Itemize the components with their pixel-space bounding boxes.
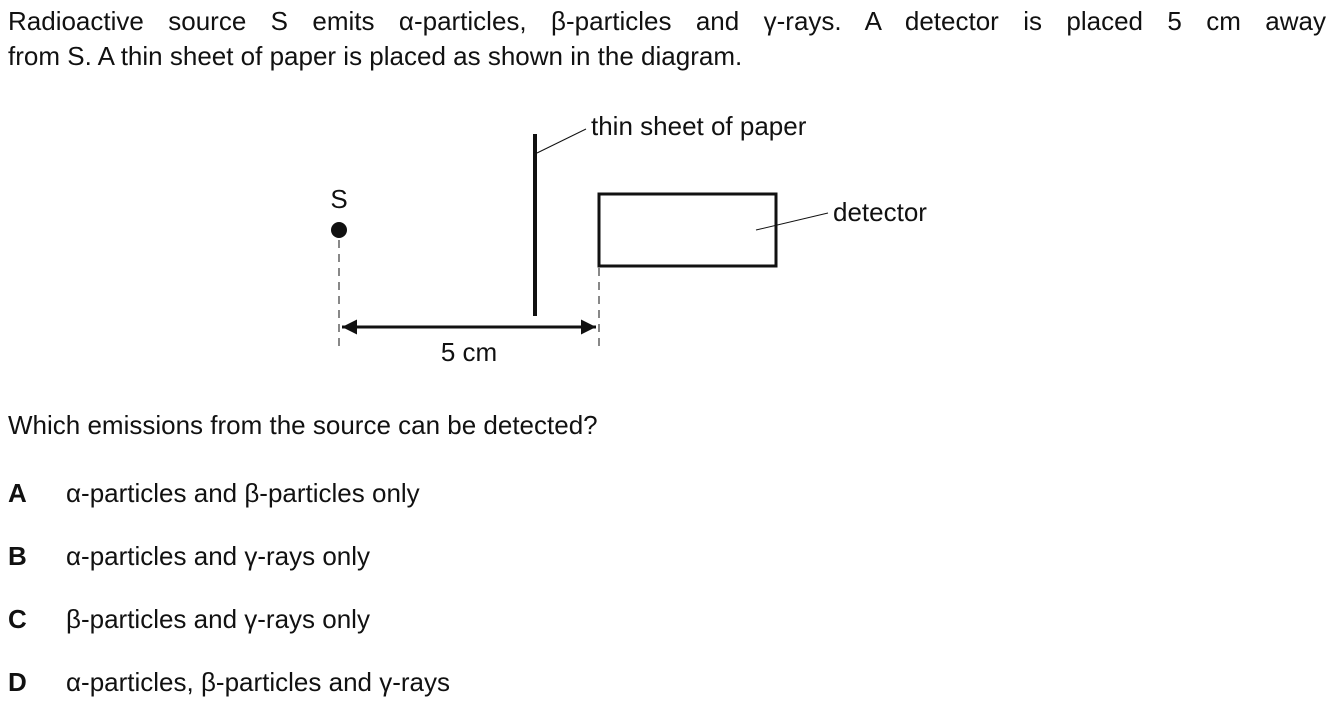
option-text: α-particles and γ-rays only [66,541,371,571]
option-text: α-particles and β-particles only [66,478,420,508]
option-letter: B [8,541,27,571]
option-text: β-particles and γ-rays only [66,604,370,634]
question-stem: Which emissions from the source can be d… [8,410,598,440]
detector-leader-line [755,212,829,231]
option-letter: A [8,478,27,508]
experiment-diagram: S thin sheet of paper detector 5 cm [330,111,927,367]
option-text: α-particles, β-particles and γ-rays [66,667,450,697]
source-label: S [330,184,347,214]
distance-label: 5 cm [441,337,497,367]
intro-line-1: Radioactive source S emits α-particles, … [8,6,1326,36]
option-letter: C [8,604,27,634]
detector-box [597,192,778,268]
paper-leader-line [536,128,587,154]
option-letter: D [8,667,27,697]
source-dot [331,222,347,238]
question-intro: Radioactive source S emits α-particles, … [8,4,1326,74]
paper-label: thin sheet of paper [591,111,807,141]
detector-label: detector [833,197,927,227]
intro-line-2: from S. A thin sheet of paper is placed … [8,41,743,71]
